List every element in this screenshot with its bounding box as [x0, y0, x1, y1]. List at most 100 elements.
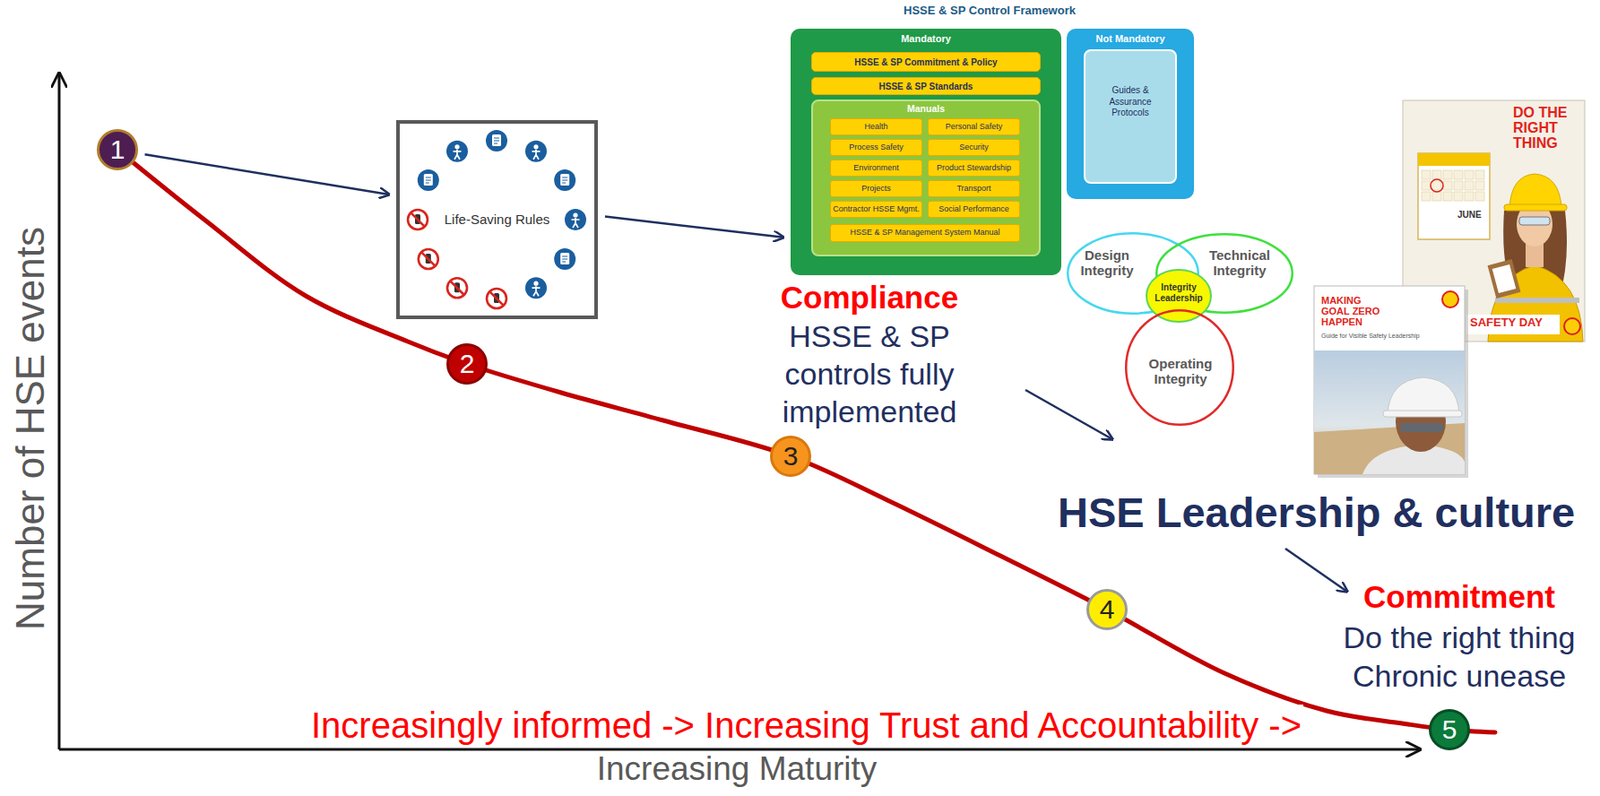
- node-text: 3: [769, 442, 812, 470]
- book-cover: [1314, 285, 1465, 475]
- rules-box: Life-Saving Rules: [396, 120, 598, 320]
- poster-text: JUNE: [1457, 209, 1488, 220]
- calendar-cell: [1432, 181, 1442, 191]
- manual-cell: Projects: [830, 180, 923, 198]
- stage-note: Chronic unease: [1352, 658, 1566, 694]
- node-text: Health: [832, 122, 920, 131]
- stage-heading: Commitment: [1363, 579, 1556, 615]
- x-axis: [59, 748, 1420, 752]
- trend-note: Increasingly informed -> Increasing Trus…: [309, 704, 1304, 746]
- shell-logo: [1442, 291, 1459, 308]
- calendar-cell: [1475, 181, 1485, 191]
- calendar-cell: [1475, 191, 1485, 201]
- stage-heading: HSE Leadership & culture: [1057, 488, 1575, 537]
- calendar-cell: [1475, 170, 1485, 180]
- photo-ground: [1314, 423, 1465, 475]
- calendar-cell: [1443, 181, 1453, 191]
- node-text: Manuals: [812, 103, 1039, 115]
- poster-band: [1466, 314, 1560, 335]
- optional-box: Not MandatoryGuides & Assurance Protocol…: [1066, 28, 1194, 199]
- guide-book: MAKING GOAL ZERO HAPPENGuide for Visible…: [1314, 285, 1465, 475]
- axis-title: Number of HSE events: [8, 226, 54, 631]
- node-text: Technical Integrity: [1199, 248, 1280, 279]
- node-text: Environment: [832, 164, 920, 173]
- clipboard-paper: [1492, 264, 1517, 294]
- photo-helmet: [1387, 377, 1460, 415]
- calendar-cell: [1453, 191, 1463, 201]
- node-text: 1: [96, 136, 139, 164]
- photo-helmet-brim: [1383, 410, 1462, 417]
- calendar-cell: [1453, 181, 1463, 191]
- calendar-cell: [1421, 191, 1431, 201]
- calendar-header: [1418, 153, 1490, 166]
- callout-number: 2: [446, 343, 488, 385]
- book-photo: [1314, 350, 1465, 475]
- node-text: HSSE & SP Commitment & Policy: [812, 57, 1040, 68]
- manual-cell: Process Safety: [830, 138, 923, 156]
- calendar-cell: [1464, 191, 1474, 201]
- poster: DO THE RIGHT THINGJUNESAFETY DAY: [1402, 100, 1585, 342]
- rule-icon: [525, 276, 547, 299]
- photo-glasses: [1400, 423, 1444, 433]
- rule-icon: [446, 140, 468, 163]
- node-text: Security: [930, 143, 1018, 152]
- manual-cell: Contractor HSSE Mgmt.: [830, 200, 923, 218]
- integrity-ellipse: [1125, 310, 1234, 425]
- node-text: Integrity Leadership: [1151, 282, 1206, 304]
- manual-cell: Transport: [927, 180, 1021, 198]
- callout-number: 5: [1428, 709, 1471, 751]
- calendar-cell: [1421, 170, 1431, 180]
- stage-note: HSSE & SP controls fully implemented: [761, 317, 978, 431]
- node-text: Mandatory: [790, 33, 1062, 44]
- hard-hat: [1509, 173, 1562, 208]
- node-text: Life-Saving Rules: [399, 211, 595, 228]
- callout-number: 4: [1086, 588, 1128, 631]
- book-text: MAKING GOAL ZERO HAPPEN: [1321, 294, 1386, 328]
- flow-arrow: [145, 154, 390, 195]
- node-text: Transport: [930, 184, 1018, 193]
- manual-cell: Health: [830, 118, 923, 136]
- shell-logo: [1564, 318, 1581, 335]
- callout-number: 3: [769, 435, 812, 477]
- stage-note: Do the right thing: [1343, 620, 1576, 656]
- node-text: Process Safety: [832, 143, 920, 152]
- stage-heading: Compliance: [780, 279, 959, 316]
- calendar-cell: [1443, 191, 1453, 201]
- rules-ground: [399, 123, 595, 316]
- guides-box: Guides & Assurance Protocols: [1083, 49, 1177, 184]
- calendar-cell: [1421, 181, 1431, 191]
- node-text: 5: [1428, 716, 1471, 744]
- hard-hat-brim: [1504, 204, 1567, 211]
- rule-icon: [525, 140, 547, 163]
- node-text: Contractor HSSE Mgmt.: [832, 205, 920, 214]
- rule-icon: [407, 209, 428, 230]
- clipboard: [1487, 259, 1522, 299]
- manual-cell: Product Stewardship: [927, 159, 1021, 177]
- safety-glasses: [1519, 216, 1550, 225]
- flow-arrow: [1285, 548, 1348, 592]
- policy-bar: HSSE & SP Standards: [811, 77, 1041, 96]
- calendar-cell: [1443, 170, 1453, 180]
- calendar: [1418, 153, 1490, 240]
- node-text: 4: [1086, 596, 1128, 623]
- node-text: HSSE & SP Management System Manual: [832, 228, 1018, 237]
- node-text: Not Mandatory: [1066, 33, 1194, 44]
- node-text: Design Integrity: [1071, 248, 1143, 279]
- node-text: Product Stewardship: [930, 164, 1018, 173]
- node-text: Social Performance: [930, 205, 1018, 214]
- y-axis: [58, 73, 61, 750]
- manual-cell: Environment: [830, 159, 923, 177]
- manual-cell: Security: [927, 138, 1021, 156]
- node-text: Operating Integrity: [1135, 356, 1226, 388]
- manual-cell: Social Performance: [927, 200, 1021, 218]
- calendar-mark: [1430, 179, 1444, 192]
- rule-icon: [447, 277, 468, 298]
- calendar-cell: [1453, 170, 1463, 180]
- policy-bar: HSSE & SP Commitment & Policy: [811, 51, 1041, 72]
- rule-icon: [485, 129, 508, 152]
- callout-number: 1: [96, 129, 139, 171]
- rule-icon: [486, 288, 507, 309]
- calendar-cell: [1432, 191, 1442, 201]
- venn-ellipse: Operating Integrity: [1124, 309, 1235, 426]
